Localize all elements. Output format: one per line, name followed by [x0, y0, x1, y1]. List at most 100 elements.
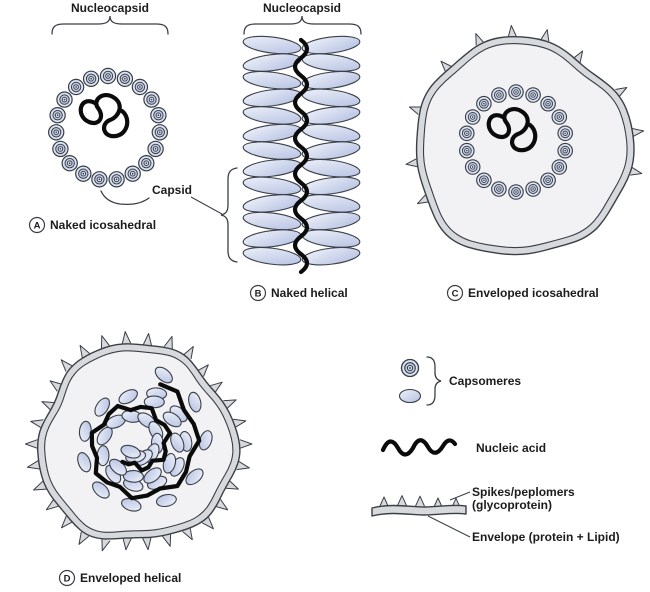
- spike: [121, 331, 132, 345]
- spike: [630, 166, 643, 176]
- capsomere: [525, 87, 541, 103]
- helix-oval: [96, 445, 110, 467]
- capsomere: [75, 165, 92, 182]
- helix-oval: [92, 481, 110, 499]
- spike: [30, 419, 44, 429]
- panel-d-badge: [58, 569, 76, 587]
- helix-oval: [242, 53, 302, 72]
- capsomere: [464, 159, 481, 175]
- helix-oval: [301, 246, 361, 266]
- ring-capsomere-icon: [400, 358, 420, 378]
- panel-b-badge-letter: B: [255, 289, 262, 300]
- helix-oval: [143, 395, 165, 409]
- spike: [61, 515, 73, 529]
- panel-d-enveloped-helical: D Enveloped helical: [24, 331, 253, 587]
- helix-oval: [143, 467, 162, 484]
- spike: [201, 516, 214, 530]
- envelope: [24, 331, 253, 552]
- helix-oval: [301, 194, 361, 213]
- helix-oval: [122, 470, 144, 483]
- capsomere: [540, 95, 556, 112]
- envelope-inner: [422, 43, 628, 249]
- spike: [215, 499, 229, 511]
- envelope-pointer-line: [427, 515, 471, 538]
- capsomere: [52, 140, 69, 158]
- spike: [122, 537, 132, 551]
- spike: [415, 495, 425, 507]
- panel-c-badge: [446, 284, 464, 302]
- capsomere: [151, 124, 169, 141]
- nucleocapsid-brace: [51, 15, 169, 35]
- spike: [475, 33, 484, 46]
- capsomere: [56, 91, 73, 108]
- helix-oval: [242, 70, 302, 90]
- spike: [142, 333, 153, 347]
- capsomere: [491, 181, 507, 197]
- spike: [440, 60, 452, 73]
- capsid-ring: [48, 67, 169, 188]
- capsomere: [459, 125, 475, 142]
- spike: [239, 439, 253, 449]
- spike: [209, 381, 223, 393]
- envelope: [405, 25, 645, 256]
- panel-d-badge-letter: D: [64, 574, 71, 585]
- helix-oval: [301, 106, 361, 125]
- helix-oval: [155, 493, 177, 508]
- panel-c-caption-text: Enveloped icosahedral: [468, 286, 599, 300]
- spike: [24, 439, 38, 449]
- capsomere: [91, 171, 108, 188]
- helix-oval: [242, 158, 302, 178]
- panel-a-badge-letter: A: [34, 221, 41, 232]
- spike: [632, 128, 645, 137]
- capsomere: [557, 142, 573, 159]
- panel-b-caption-text: Naked helical: [271, 286, 348, 300]
- panel-c-badge-letter: C: [452, 289, 459, 300]
- panel-d-caption: D Enveloped helical: [58, 569, 181, 587]
- helix-oval: [242, 229, 302, 248]
- nucleic-acid-sample: [380, 438, 458, 457]
- capsomere: [540, 172, 556, 189]
- spike: [45, 499, 59, 511]
- spike: [196, 364, 209, 377]
- capsomere: [131, 78, 149, 96]
- helix-oval: [120, 444, 141, 459]
- capsomere: [48, 124, 65, 141]
- panel-d-caption-text: Enveloped helical: [80, 571, 181, 585]
- helix-oval: [185, 468, 204, 486]
- spike: [540, 29, 550, 42]
- capsomere: [49, 106, 66, 124]
- spike: [78, 531, 90, 545]
- helix-oval: [77, 452, 92, 473]
- panel-a-badge: [28, 216, 46, 234]
- spikes-pointer-line: [449, 491, 471, 501]
- nucleic-acid-squiggle: [81, 95, 127, 136]
- helix-oval: [242, 106, 302, 125]
- helix-oval: [301, 88, 361, 108]
- capsomere: [143, 91, 160, 108]
- spike: [33, 480, 47, 491]
- spike: [507, 25, 517, 37]
- helix-oval: [188, 391, 202, 413]
- capsomere-icons: [398, 358, 422, 404]
- helix-oval: [301, 123, 361, 143]
- capsomere: [138, 154, 155, 172]
- capsid-vertical-brace: [220, 167, 238, 263]
- coiled-helical-nucleocapsid: [77, 366, 213, 512]
- capsomere: [464, 109, 481, 125]
- envelope-inner: [44, 350, 234, 533]
- legend: Capsomeres Nucleic acid Spikes/peplomers…: [371, 356, 620, 544]
- helix-oval: [242, 176, 302, 196]
- oval-capsomere-icon: [398, 388, 422, 404]
- spike: [163, 335, 173, 350]
- panel-b-badge: [249, 284, 267, 302]
- spike: [405, 158, 418, 168]
- helix-oval: [242, 211, 302, 231]
- helix-oval: [242, 35, 302, 55]
- helix-oval: [301, 35, 361, 55]
- capsid-pointer-line: [190, 196, 223, 215]
- nucleic-acid-line: [89, 382, 202, 501]
- capsomere: [147, 140, 164, 158]
- helix-oval: [301, 70, 361, 90]
